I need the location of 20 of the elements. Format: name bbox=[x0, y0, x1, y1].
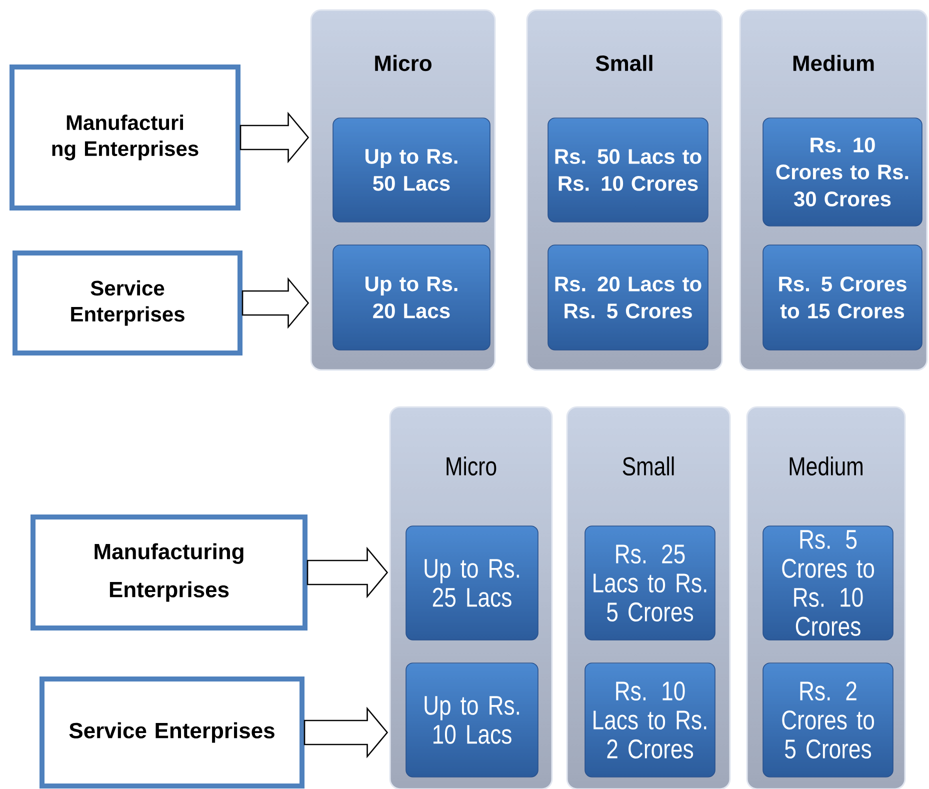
range-box: Rs. 2 Crores to 5 Crores bbox=[762, 662, 894, 778]
range-box: Rs. 5 Crores to Rs. 10 Crores bbox=[762, 526, 894, 640]
range-box: Rs. 10 Crores to Rs. 30 Crores bbox=[762, 118, 922, 226]
enterprise-box: Service Enterprises bbox=[40, 676, 304, 788]
block-arrow bbox=[304, 706, 388, 758]
block-arrow bbox=[306, 546, 388, 598]
range-box: Rs. 50 Lacs to Rs. 10 Crores bbox=[548, 118, 708, 222]
enterprise-box: Manufacturi ng Enterprises bbox=[10, 64, 240, 210]
range-box: Rs. 20 Lacs to Rs. 5 Crores bbox=[548, 244, 708, 350]
range-box: Rs. 25 Lacs to Rs. 5 Crores bbox=[584, 526, 716, 640]
range-box: Up to Rs. 10 Lacs bbox=[406, 662, 538, 778]
range-box: Up to Rs. 50 Lacs bbox=[332, 118, 490, 222]
block-arrow bbox=[242, 277, 310, 329]
range-box: Rs. 10 Lacs to Rs. 2 Crores bbox=[584, 662, 716, 778]
range-box: Up to Rs. 20 Lacs bbox=[332, 244, 490, 350]
enterprise-box: Manufacturing Enterprises bbox=[30, 514, 308, 630]
range-box: Rs. 5 Crores to 15 Crores bbox=[762, 244, 922, 350]
range-box: Up to Rs. 25 Lacs bbox=[406, 526, 538, 640]
enterprise-box: Service Enterprises bbox=[12, 250, 242, 356]
block-arrow bbox=[240, 112, 310, 164]
